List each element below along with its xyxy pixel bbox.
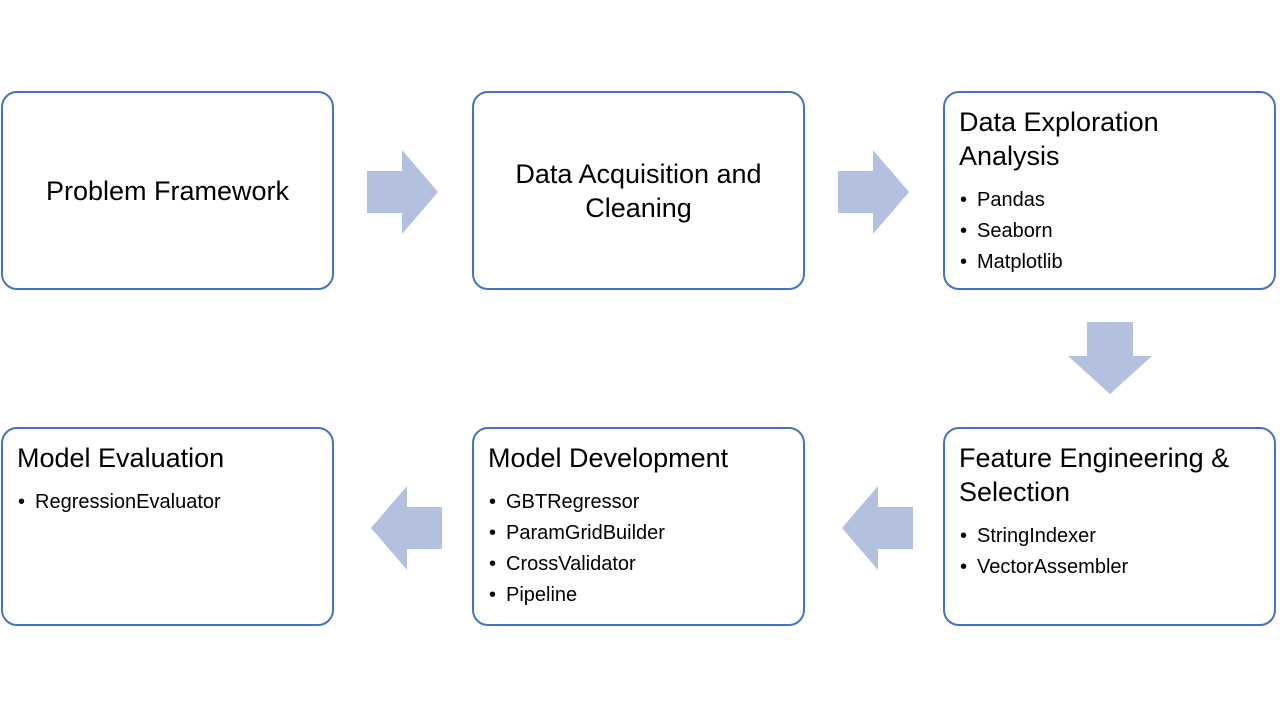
bullet-text: Matplotlib [977, 251, 1063, 273]
bullet-dot: • [489, 522, 497, 544]
bullet-item: • Pandas [959, 185, 1260, 216]
bullet-dot: • [960, 525, 968, 547]
step-title: Data Acquisition and Cleaning [515, 158, 762, 223]
bullet-dot: • [489, 584, 497, 606]
bullet-dot: • [489, 491, 497, 513]
bullet-dot: • [960, 189, 968, 211]
arrow-right-icon [838, 150, 910, 234]
bullet-dot: • [489, 553, 497, 575]
bullet-dot: • [960, 220, 968, 242]
bullet-item: • Seaborn [959, 216, 1260, 247]
bullet-item: • ParamGridBuilder [488, 518, 789, 549]
bullet-text: Seaborn [977, 220, 1053, 242]
bullet-text: ParamGridBuilder [506, 522, 665, 544]
bullet-item: • CrossValidator [488, 549, 789, 580]
bullet-text: VectorAssembler [977, 556, 1129, 578]
bullet-dot: • [18, 491, 26, 513]
arrow-right-icon [367, 150, 439, 234]
arrow-left-icon [842, 486, 914, 570]
bullet-item: • RegressionEvaluator [17, 487, 318, 518]
bullet-list: • Pandas • Seaborn • Matplotlib [959, 185, 1260, 278]
bullet-dot: • [960, 251, 968, 273]
bullet-item: • Matplotlib [959, 247, 1260, 278]
bullet-text: Pandas [977, 189, 1045, 211]
step-feature-engineering: Feature Engineering & Selection • StringI… [943, 427, 1276, 626]
step-title: Model Development [488, 443, 729, 473]
step-model-evaluation: Model Evaluation • RegressionEvaluator [1, 427, 334, 626]
arrow-left-icon [371, 486, 443, 570]
bullet-text: StringIndexer [977, 525, 1096, 547]
bullet-item: • Pipeline [488, 580, 789, 611]
bullet-dot: • [960, 556, 968, 578]
step-model-development: Model Development • GBTRegressor • ParamGr… [472, 427, 805, 626]
arrow-down-icon [1068, 322, 1152, 394]
bullet-list: • GBTRegressor • ParamGridBuilder • CrossVa… [488, 487, 789, 611]
bullet-text: Pipeline [506, 584, 578, 606]
bullet-item: • StringIndexer [959, 521, 1260, 552]
bullet-text: RegressionEvaluator [35, 491, 221, 513]
bullet-item: • VectorAssembler [959, 552, 1260, 583]
bullet-text: GBTRegressor [506, 491, 640, 513]
step-data-exploration: Data Exploration Analysis • Pandas • Seabo… [943, 91, 1276, 290]
bullet-list: • StringIndexer • VectorAssembler [959, 521, 1260, 583]
step-title: Model Evaluation [17, 443, 225, 473]
bullet-list: • RegressionEvaluator [17, 487, 318, 518]
step-problem-framework: Problem Framework [1, 91, 334, 290]
bullet-item: • GBTRegressor [488, 487, 789, 518]
step-data-acquisition: Data Acquisition and Cleaning [472, 91, 805, 290]
step-title: Problem Framework [45, 175, 290, 206]
step-title: Feature Engineering & Selection [959, 443, 1230, 507]
bullet-text: CrossValidator [506, 553, 636, 575]
step-title: Data Exploration Analysis [959, 107, 1159, 171]
